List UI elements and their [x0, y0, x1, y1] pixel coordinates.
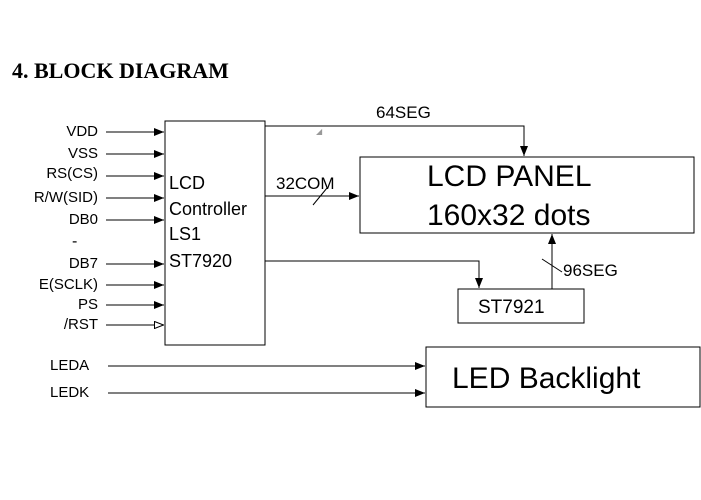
- panel-resolution: 160x32 dots: [427, 199, 591, 232]
- controller-label-lcd: LCD: [169, 173, 206, 193]
- lcd-panel-box: [359, 156, 695, 234]
- driver-label: ST7921: [478, 297, 545, 318]
- pin-label-rs: RS(CS): [46, 165, 98, 182]
- pin-label-ps: PS: [77, 296, 98, 313]
- bus-label-64seg: 64SEG: [376, 103, 431, 122]
- pin-label-vss: VSS: [67, 145, 98, 162]
- pin-label-ledk: LEDK: [50, 384, 90, 401]
- section-title: 4. BLOCK DIAGRAM: [12, 58, 229, 83]
- controller-box: [164, 120, 266, 346]
- pin-label-e: E(SCLK): [38, 276, 98, 293]
- bus-label-96seg: 96SEG: [563, 261, 618, 280]
- backlight-label: LED Backlight: [452, 362, 641, 395]
- tick-mark: ◢: [316, 127, 323, 136]
- bus-label-32com: 32COM: [276, 174, 335, 193]
- controller-label-controller: Controller: [169, 199, 248, 219]
- panel-title: LCD PANEL: [427, 160, 592, 193]
- pin-label-db7: DB7: [68, 255, 98, 272]
- pin-label-leda: LEDA: [50, 357, 90, 374]
- controller-to-driver-line: [265, 260, 483, 288]
- pin-label-db0: DB0: [68, 211, 98, 228]
- pin-label-vdd: VDD: [66, 123, 98, 140]
- pin-label-range-dash: -: [72, 233, 78, 250]
- seg64-line: [265, 125, 528, 156]
- driver-box: [457, 288, 585, 324]
- pin-label-rst: /RST: [63, 316, 98, 333]
- seg96-bus-slash: [541, 258, 563, 273]
- pin-label-rw: R/W(SID): [33, 189, 98, 206]
- com32-bus-slash: [312, 187, 328, 206]
- backlight-box: [425, 346, 701, 408]
- controller-label-model: ST7920: [169, 251, 233, 271]
- controller-label-ls1: LS1: [169, 224, 202, 244]
